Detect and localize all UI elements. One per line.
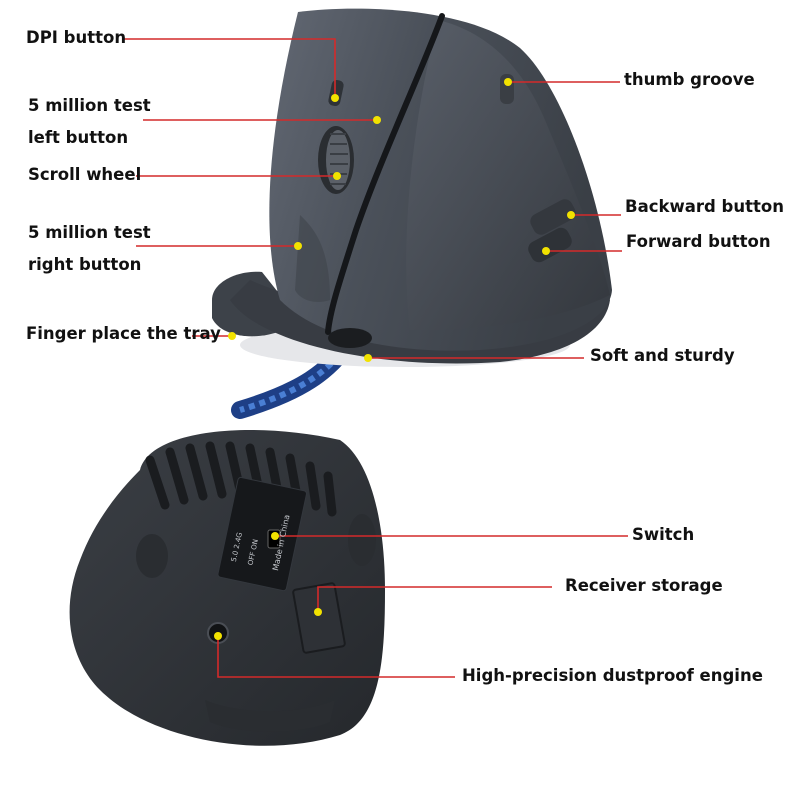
mouse-top-view [212, 8, 612, 419]
leader-dpi [124, 38, 336, 98]
foot-bottom [205, 700, 335, 732]
label-switch: Switch [632, 525, 695, 544]
label-forward-button: Forward button [626, 232, 771, 251]
dot-soft-sturdy [364, 354, 372, 362]
label-dustproof-engine: High-precision dustproof engine [462, 666, 763, 685]
forward-button-shape [528, 227, 572, 263]
sticker [217, 476, 307, 592]
leader-receiver [317, 586, 552, 612]
label-right-button: 5 million test right button [28, 223, 151, 274]
callout-dots [214, 78, 575, 640]
dot-scroll [333, 172, 341, 180]
label-backward-button: Backward button [625, 197, 784, 216]
dot-left-button [373, 116, 381, 124]
dot-dpi [331, 94, 339, 102]
leader-lines [124, 38, 628, 678]
button-split [325, 13, 445, 335]
bottom-ribs [145, 441, 337, 517]
dot-receiver [314, 608, 322, 616]
foot-right [348, 514, 376, 566]
label-receiver-storage: Receiver storage [565, 576, 723, 595]
scroll-wheel [318, 126, 354, 194]
receiver-storage-shape [292, 582, 346, 654]
thumb-side [406, 20, 610, 331]
dot-right-button [294, 242, 302, 250]
backward-button-shape [530, 199, 576, 235]
label-scroll-wheel: Scroll wheel [28, 165, 142, 184]
foot-left [136, 534, 168, 578]
label-finger-tray: Finger place the tray [26, 324, 221, 343]
dot-forward [542, 247, 550, 255]
dot-thumb [504, 78, 512, 86]
label-dpi-button: DPI button [26, 28, 127, 47]
bottom-shell [69, 430, 385, 746]
label-soft-sturdy: Soft and sturdy [590, 346, 735, 365]
dot-backward [567, 211, 575, 219]
mouse-bottom-view [69, 430, 385, 746]
leader-engine [217, 636, 455, 678]
label-thumb-groove: thumb groove [624, 70, 755, 89]
dot-tray [228, 332, 236, 340]
dot-engine [214, 632, 222, 640]
label-left-button: 5 million test left button [28, 96, 151, 147]
dot-switch [271, 532, 279, 540]
